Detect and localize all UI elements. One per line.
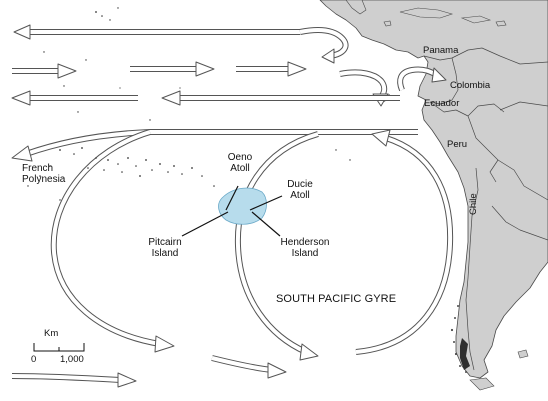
label-french-polynesia-line2: Polynesia xyxy=(22,174,66,185)
label-oeno-atoll: Oeno Atoll xyxy=(218,152,262,174)
label-chile: Chile xyxy=(468,193,479,215)
scale-bar xyxy=(33,343,85,352)
current-arrow-row2-mid xyxy=(130,61,215,77)
label-ducie-atoll: Ducie Atoll xyxy=(278,179,322,201)
label-pitcairn-island-line2: Island xyxy=(151,248,179,259)
label-pitcairn-island: Pitcairn Island xyxy=(138,237,192,259)
study-area xyxy=(218,187,267,225)
label-colombia: Colombia xyxy=(450,80,491,91)
current-arrow-bottom-left xyxy=(11,372,137,388)
south-america-land xyxy=(319,0,548,391)
current-arrow-row3-left xyxy=(11,90,138,106)
current-arrow-row3-right xyxy=(161,90,400,106)
scale-start-label: 0 xyxy=(31,354,37,365)
label-henderson-island-line2: Island xyxy=(291,248,319,259)
leader-lines xyxy=(181,185,283,237)
current-arrow-hook-panama xyxy=(299,27,349,64)
leader-ducie xyxy=(249,195,283,211)
label-ducie-atoll-line2: Atoll xyxy=(290,190,310,201)
label-south-pacific-gyre: SOUTH PACIFIC GYRE xyxy=(276,293,397,305)
label-french-polynesia-line1: French xyxy=(22,163,54,174)
label-pitcairn-island-line1: Pitcairn xyxy=(148,237,182,248)
label-ecuador: Ecuador xyxy=(424,98,460,109)
label-oeno-atoll-line1: Oeno xyxy=(227,152,253,163)
current-arrow-gyre-top xyxy=(11,129,418,162)
current-arrow-coast-return xyxy=(397,66,447,92)
leader-oeno xyxy=(225,185,239,211)
label-french-polynesia: French Polynesia xyxy=(22,163,65,185)
label-henderson-island: Henderson Island xyxy=(270,237,340,259)
label-panama: Panama xyxy=(423,45,459,56)
current-arrow-gyre-west-loop xyxy=(50,129,175,353)
leader-henderson xyxy=(251,211,281,237)
pacific-islands xyxy=(27,7,351,201)
current-arrow-top-1 xyxy=(13,24,300,40)
current-arrow-row2-right xyxy=(236,61,307,77)
current-arrow-gyre-inner-loop xyxy=(234,131,319,361)
leader-pitcairn xyxy=(181,211,229,237)
scale-unit-label: Km xyxy=(44,328,59,339)
current-arrow-gyre-east-limb xyxy=(355,129,454,355)
current-arrows xyxy=(11,24,454,388)
label-oeno-atoll-line2: Atoll xyxy=(230,163,250,174)
current-arrow-bottom-mid xyxy=(211,355,287,379)
label-peru: Peru xyxy=(447,139,468,150)
label-ducie-atoll-line1: Ducie xyxy=(287,179,313,190)
label-henderson-island-line1: Henderson xyxy=(280,237,330,248)
country-borders xyxy=(423,47,548,371)
current-arrow-row2-left xyxy=(12,63,77,79)
scale-end-label: 1,000 xyxy=(60,354,84,365)
